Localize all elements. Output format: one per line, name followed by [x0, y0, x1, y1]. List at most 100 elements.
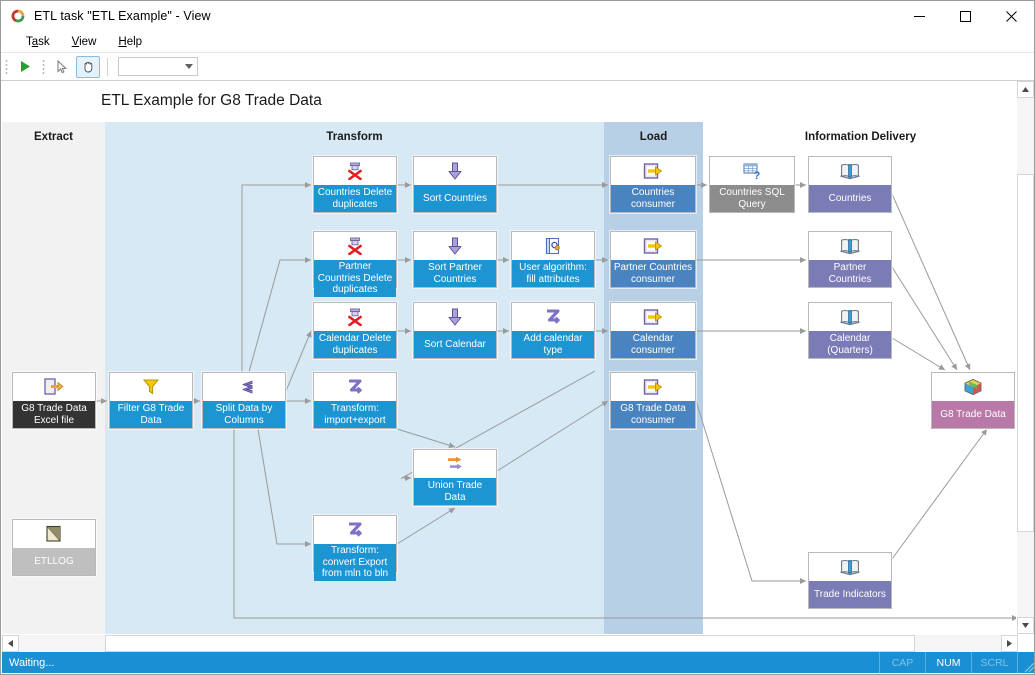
connector-dimpartner-to-cube: [891, 266, 958, 371]
node-etllog[interactable]: ETLLOG: [12, 519, 96, 576]
zoom-combo[interactable]: [118, 57, 198, 76]
close-button[interactable]: [988, 1, 1034, 32]
node-split[interactable]: Split Data by Columns: [202, 372, 286, 429]
diagram-title: ETL Example for G8 Trade Data: [101, 92, 322, 109]
pan-tool-button[interactable]: [76, 55, 100, 78]
node-csort[interactable]: Sort Countries: [413, 156, 497, 213]
connector-g8cons-to-dimtrade: [695, 400, 806, 584]
connector-union-to-g8cons: [496, 400, 609, 472]
node-dimcountries[interactable]: Countries: [808, 156, 892, 213]
dimension-book-icon: [809, 232, 891, 260]
connector-split-to-caldedup: [285, 330, 312, 392]
window-title: ETL task "ETL Example" - View: [34, 9, 211, 23]
node-ccons[interactable]: Countries consumer: [610, 156, 696, 213]
node-dimtrade[interactable]: Trade Indicators: [808, 552, 892, 609]
svg-text:?: ?: [754, 170, 761, 180]
connector-dimcountries-to-cube: [891, 193, 971, 371]
scroll-left-button[interactable]: [2, 635, 19, 652]
node-label-calsort: Sort Calendar: [414, 331, 496, 358]
menu-item-view[interactable]: View: [71, 36, 97, 48]
node-excel[interactable]: G8 Trade Data Excel file: [12, 372, 96, 429]
status-indicator-num: NUM: [925, 652, 971, 673]
node-useralg[interactable]: User algorithm: fill attributes: [511, 231, 595, 288]
node-trconv[interactable]: Transform: convert Export from mln to bl…: [313, 515, 397, 581]
node-label-dimcal: Calendar (Quarters): [809, 331, 891, 358]
menu-item-help[interactable]: Help: [118, 36, 143, 48]
connector-split-to-pcdedup: [248, 257, 311, 373]
node-cube[interactable]: G8 Trade Data: [931, 372, 1015, 429]
node-union[interactable]: Union Trade Data: [413, 449, 497, 506]
node-cdedup[interactable]: Countries Delete duplicates: [313, 156, 397, 213]
transform-z-icon: [512, 303, 594, 331]
vertical-scroll-thumb[interactable]: [1017, 174, 1034, 532]
delete-duplicates-icon: [314, 232, 396, 260]
sort-down-icon: [414, 232, 496, 260]
horizontal-scrollbar[interactable]: [2, 635, 1018, 652]
menu-item-task[interactable]: Task: [26, 36, 50, 48]
run-button[interactable]: [13, 56, 37, 78]
node-label-union: Union Trade Data: [414, 478, 496, 505]
vertical-scrollbar[interactable]: [1016, 81, 1034, 634]
scroll-down-button[interactable]: [1017, 617, 1034, 634]
toolbar-grip-2[interactable]: [42, 58, 45, 75]
dimension-book-icon: [809, 303, 891, 331]
node-label-sqlquery: Countries SQL Query: [710, 185, 794, 212]
node-label-useralg: User algorithm: fill attributes: [512, 260, 594, 287]
node-sqlquery[interactable]: ? Countries SQL Query: [709, 156, 795, 213]
status-indicator-cap: CAP: [879, 652, 925, 673]
swimlane-label-transform: Transform: [326, 131, 383, 143]
toolbar-grip[interactable]: [5, 58, 8, 75]
status-indicator-scrl: SCRL: [971, 652, 1017, 673]
node-dimcal[interactable]: Calendar (Quarters): [808, 302, 892, 359]
node-label-trimpexp: Transform: import+export: [314, 401, 396, 428]
delete-duplicates-icon: [314, 303, 396, 331]
node-calcons[interactable]: Calendar consumer: [610, 302, 696, 359]
toolbar: [1, 53, 1034, 81]
node-g8cons[interactable]: G8 Trade Data consumer: [610, 372, 696, 429]
title-bar: ETL task "ETL Example" - View: [1, 1, 1034, 32]
connector-trimpexp-to-union: [396, 428, 456, 449]
connector-split-to-g8cons: [233, 429, 1018, 621]
resize-grip[interactable]: [1017, 652, 1034, 673]
node-label-etllog: ETLLOG: [13, 548, 95, 575]
connector-trconv-to-union: [396, 507, 456, 545]
node-label-filter: Filter G8 Trade Data: [110, 401, 192, 428]
sort-down-icon: [414, 303, 496, 331]
node-calsort[interactable]: Sort Calendar: [413, 302, 497, 359]
node-caldedup[interactable]: Calendar Delete duplicates: [313, 302, 397, 359]
funnel-filter-icon: [110, 373, 192, 401]
select-tool-button[interactable]: [50, 56, 74, 78]
node-pccons[interactable]: Partner Countries consumer: [610, 231, 696, 288]
connector-split-to-trconv: [257, 428, 311, 547]
node-label-caldedup: Calendar Delete duplicates: [314, 331, 396, 358]
node-label-calcons: Calendar consumer: [611, 331, 695, 358]
maximize-button[interactable]: [942, 1, 988, 32]
node-label-pcdedup: Partner Countries Delete duplicates: [314, 260, 396, 297]
node-label-csort: Sort Countries: [414, 185, 496, 212]
chevron-down-icon: [185, 64, 193, 69]
node-filter[interactable]: Filter G8 Trade Data: [109, 372, 193, 429]
node-pcsort[interactable]: Sort Partner Countries: [413, 231, 497, 288]
toolbar-separator: [107, 57, 108, 76]
node-label-pccons: Partner Countries consumer: [611, 260, 695, 287]
swimlane-label-information-delivery: Information Delivery: [804, 131, 917, 143]
horizontal-scroll-thumb[interactable]: [105, 635, 915, 652]
minimize-button[interactable]: [896, 1, 942, 32]
transform-z-icon: [314, 373, 396, 401]
consumer-arrow-icon: [611, 232, 695, 260]
cube-icon: [932, 373, 1014, 401]
split-arrows-icon: [203, 373, 285, 401]
node-dimpartner[interactable]: Partner Countries: [808, 231, 892, 288]
node-label-cdedup: Countries Delete duplicates: [314, 185, 396, 212]
scroll-right-button[interactable]: [1001, 635, 1018, 652]
sql-query-icon: ?: [710, 157, 794, 185]
node-label-dimcountries: Countries: [809, 185, 891, 212]
node-pcdedup[interactable]: Partner Countries Delete duplicates: [313, 231, 397, 297]
scroll-up-button[interactable]: [1017, 81, 1034, 98]
node-trimpexp[interactable]: Transform: import+export: [313, 372, 397, 429]
node-caltype[interactable]: Add calendar type: [511, 302, 595, 359]
status-message: Waiting...: [9, 656, 55, 669]
